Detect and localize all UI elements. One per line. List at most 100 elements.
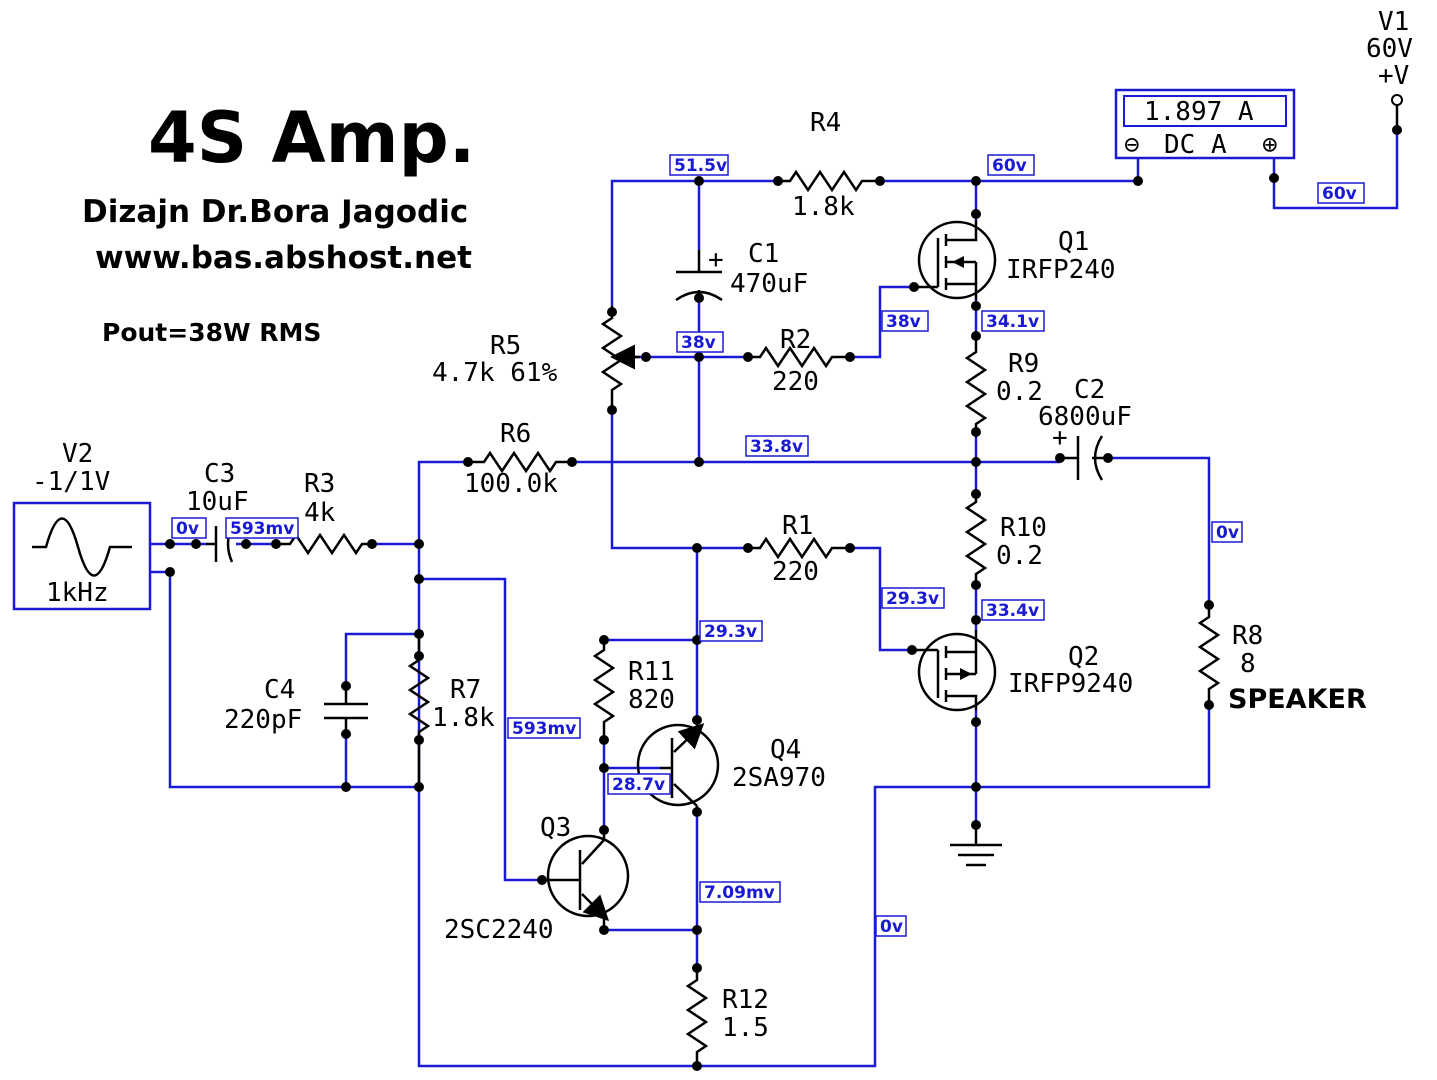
mosfet-q1 <box>914 220 997 300</box>
svg-text:60v: 60v <box>992 156 1027 176</box>
resistor-r4 <box>778 169 880 193</box>
resistor-r12 <box>685 968 709 1066</box>
capacitor-c4 <box>324 686 368 734</box>
probe-28-7v: 28.7v <box>607 773 671 795</box>
probe-29-3v-emitter: 29.3v <box>699 620 763 642</box>
signal-generator-v2: 1kHz <box>12 501 152 611</box>
probe-0v-ground: 0v <box>875 915 907 937</box>
voltage-probes: 51.5v 60v 60v 38v 38v 34.1v 33.8v 0v 593… <box>171 154 1365 937</box>
probe-7-09mv: 7.09mv <box>699 881 781 903</box>
resistor-r10 <box>964 490 988 585</box>
probe-593mv-feedback: 593mv <box>507 717 581 739</box>
r12-value: 1.5 <box>722 1013 769 1043</box>
resistor-r9 <box>964 340 988 430</box>
power-rating: Pout=38W RMS <box>102 318 321 347</box>
svg-text:51.5v: 51.5v <box>674 156 727 176</box>
c3-value: 10uF <box>186 487 249 517</box>
r4-value: 1.8k <box>792 192 855 222</box>
ammeter-plus-terminal: ⊕ <box>1262 130 1278 160</box>
ammeter-reading: 1.897 A <box>1144 97 1254 127</box>
r5-name: R5 <box>490 331 521 361</box>
r10-value: 0.2 <box>996 541 1043 571</box>
v2-value: -1/1V <box>32 467 110 497</box>
designer-credit: Dizajn Dr.Bora Jagodic <box>82 194 468 230</box>
c1-value: 470uF <box>730 269 808 299</box>
ground-symbol <box>950 825 1002 867</box>
svg-text:0v: 0v <box>880 917 903 937</box>
capacitor-c1: + <box>675 245 724 302</box>
r12-name: R12 <box>722 985 769 1015</box>
c1-name: C1 <box>748 239 779 269</box>
transistor-q3-npn <box>542 830 630 930</box>
r3-name: R3 <box>304 469 335 499</box>
r11-name: R11 <box>628 657 675 687</box>
v1-value: 60V <box>1366 34 1413 64</box>
resistor-r8-speaker <box>1197 605 1221 705</box>
q2-part: IRFP9240 <box>1008 669 1133 699</box>
c4-value: 220pF <box>224 705 302 735</box>
svg-text:593mv: 593mv <box>230 519 294 539</box>
svg-text:33.4v: 33.4v <box>986 601 1039 621</box>
r4-name: R4 <box>810 108 841 138</box>
ammeter-mode: DC A <box>1164 130 1227 160</box>
ammeter-minus-terminal: ⊖ <box>1124 130 1140 160</box>
r7-value: 1.8k <box>432 703 495 733</box>
svg-text:29.3v: 29.3v <box>704 622 757 642</box>
r3-value: 4k <box>304 498 336 528</box>
r11-value: 820 <box>628 685 675 715</box>
r2-value: 220 <box>772 367 819 397</box>
probe-38v-gate: 38v <box>881 310 929 332</box>
probe-0v-speaker: 0v <box>1211 521 1243 543</box>
svg-text:34.1v: 34.1v <box>986 312 1039 332</box>
transistor-q4-pnp <box>636 720 720 810</box>
svg-text:60v: 60v <box>1322 184 1357 204</box>
resistor-r7 <box>407 634 431 787</box>
website: www.bas.abshost.net <box>95 240 472 276</box>
probe-38v-c1: 38v <box>676 331 724 353</box>
resistor-r3 <box>276 532 372 556</box>
q1-name: Q1 <box>1058 227 1089 257</box>
r8-name: R8 <box>1232 621 1263 651</box>
svg-text:+: + <box>708 245 724 275</box>
r9-value: 0.2 <box>996 377 1043 407</box>
probe-60v-top: 60v <box>987 154 1035 176</box>
probe-29-3v-gate: 29.3v <box>881 587 945 609</box>
r7-name: R7 <box>450 675 481 705</box>
r6-name: R6 <box>500 419 531 449</box>
q4-part: 2SA970 <box>732 763 826 793</box>
r6-value: 100.0k <box>464 469 558 499</box>
c3-name: C3 <box>204 459 235 489</box>
resistor-r11 <box>592 640 616 740</box>
resistor-r6 <box>468 450 574 474</box>
probe-51-5v: 51.5v <box>669 154 729 176</box>
v1-name: V1 <box>1378 7 1409 37</box>
r9-name: R9 <box>1008 349 1039 379</box>
junction-dots <box>165 125 1402 1071</box>
probe-593mv-input: 593mv <box>225 517 299 539</box>
probe-60v-supply: 60v <box>1317 182 1365 204</box>
c4-name: C4 <box>264 675 295 705</box>
q1-part: IRFP240 <box>1006 255 1116 285</box>
r10-name: R10 <box>1000 513 1047 543</box>
v2-frequency: 1kHz <box>46 578 109 608</box>
ammeter: 1.897 A ⊖ DC A ⊕ <box>1114 88 1296 181</box>
q2-name: Q2 <box>1068 642 1099 672</box>
q4-name: Q4 <box>770 735 801 765</box>
q3-name: Q3 <box>540 813 571 843</box>
resistor-r1 <box>748 536 850 560</box>
svg-text:0v: 0v <box>1216 523 1239 543</box>
component-labels: R4 1.8k C1 470uF Q1 IRFP240 R5 4.7k 61% … <box>32 108 1367 1043</box>
r5-value: 4.7k 61% <box>432 358 558 388</box>
r1-value: 220 <box>772 557 819 587</box>
svg-text:0v: 0v <box>176 519 199 539</box>
supply-v1: V1 60V +V <box>1366 7 1413 130</box>
probe-34-1v: 34.1v <box>981 310 1045 332</box>
q3-part: 2SC2240 <box>444 915 554 945</box>
r1-name: R1 <box>782 511 813 541</box>
svg-text:38v: 38v <box>886 312 921 332</box>
speaker-label: SPEAKER <box>1228 684 1367 715</box>
title: 4S Amp. <box>148 97 475 179</box>
r2-name: R2 <box>780 325 811 355</box>
svg-text:7.09mv: 7.09mv <box>704 883 775 903</box>
resistor-r2 <box>748 345 850 369</box>
